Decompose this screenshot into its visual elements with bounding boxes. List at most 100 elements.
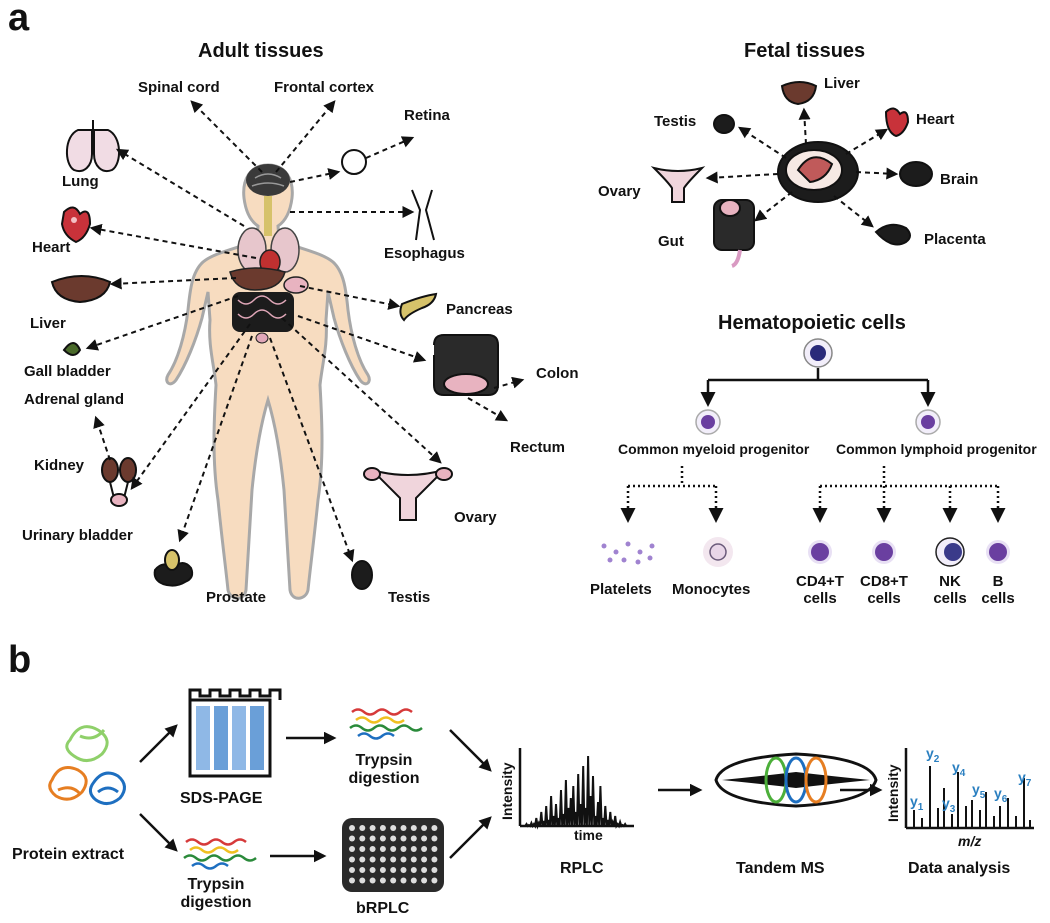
arrow-adrenal-gland [93,415,111,461]
fetal-tissues-title: Fetal tissues [744,40,866,62]
lung-icon [66,120,120,172]
workflow-arrows [139,724,883,863]
pancreas-icon [399,292,438,322]
label-prostate: Prostate [206,589,267,606]
fetal-embryo-icon [777,141,859,203]
label-monocytes: Monocytes [672,581,751,598]
spinal-cord-icon [264,196,272,236]
label-fetal-ovary: Ovary [598,183,641,200]
monocyte-icon [703,537,733,567]
arrow-heart [89,223,257,259]
label-lymphoid-progenitor: Common lymphoid progenitor [836,441,1037,457]
fetal-gut-icon [713,199,755,268]
heart-icon [60,206,92,244]
label-retina: Retina [404,107,450,124]
label-sds-page: SDS-PAGE [180,790,263,807]
b-cell-icon [986,540,1010,564]
intestine-icon [232,292,294,332]
bladder-organ-icon [255,332,269,344]
label-kidney: Kidney [34,457,85,474]
liver-organ-icon [229,267,286,291]
arrow-colon [297,315,427,363]
tandem-ms-icon [714,752,878,808]
fetal-liver-icon [780,81,818,106]
label-pancreas: Pancreas [446,301,513,318]
panel-label-b: b [8,639,32,681]
arrow-spinal-cord [190,100,263,173]
adult-tissues-title: Adult tissues [198,40,324,62]
fetal-heart-icon [884,107,910,138]
arrow-fetal-liver [798,107,811,145]
human-body-figure [165,163,371,600]
kidney-icon [101,457,137,507]
arrow-liver [109,277,237,290]
ms-spectrum-icon [904,748,1034,830]
fetal-placenta-icon [874,223,911,246]
adult-arrows [85,100,525,563]
chromatogram-ylabel: Intensity [499,762,515,820]
label-frontal-cortex: Frontal cortex [274,79,375,96]
label-lung: Lung [62,173,99,190]
arrow-fetal-ovary [705,171,779,184]
label-ovary: Ovary [454,509,497,526]
fetal-testis-icon [713,114,735,134]
arrow-fetal-testis [737,126,787,159]
ovary-icon [363,467,453,521]
fetal-ovary-icon [650,166,706,203]
arrow-pancreas [299,285,401,310]
hema-tree [601,338,1010,567]
arrow-colon-out [493,376,525,389]
arrow-extract-to-sds [139,724,178,763]
label-rectum: Rectum [510,439,566,456]
ion-label-y6: y6 [994,785,1008,805]
label-heart: Heart [32,239,71,256]
arrow-brplc-to-rplc [449,816,492,859]
ion-label-y5: y5 [972,781,986,801]
label-tandem-ms: Tandem MS [736,860,825,877]
arrow-rectum [467,397,509,422]
colon-icon [433,334,499,396]
arrow-retina-2 [365,136,415,159]
arrow-fetal-placenta [833,195,874,228]
fetal-brain-icon [899,161,933,187]
label-fetal-brain: Brain [940,171,979,188]
label-adrenal-gland: Adrenal gland [24,391,125,408]
label-rplc: RPLC [560,860,604,877]
fetal-organ-icons [650,81,933,268]
brplc-plate-icon [342,818,444,892]
esophagus-icon [411,189,435,241]
arrow-prostate [177,335,253,543]
body-silhouette [165,163,371,600]
label-spinal-cord: Spinal cord [138,79,220,96]
label-urinary-bladder: Urinary bladder [22,527,133,544]
chromatogram-icon [518,748,634,830]
prostate-icon [153,549,194,587]
hematopoietic-title: Hematopoietic cells [718,312,906,334]
arrow-trypsin-to-rplc [449,729,492,772]
ion-label-y3: y3 [942,795,956,815]
liver-icon [50,275,112,304]
peptides-icon-bottom [183,838,257,870]
nk-cell-icon [935,537,965,567]
arrow-fetal-gut [754,191,793,222]
label-liver: Liver [30,315,66,332]
chromatogram-xlabel: time [574,827,603,843]
stomach-icon [283,276,309,294]
ion-label-y1: y1 [910,793,924,813]
arrow-fetal-heart [845,128,889,155]
label-fetal-testis: Testis [654,113,697,130]
label-fetal-gut: Gut [658,233,684,250]
ion-label-y7: y7 [1018,769,1032,789]
label-gall-bladder: Gall bladder [24,363,111,380]
gall-bladder-icon [62,342,82,356]
cd8-cell-icon [872,540,896,564]
ion-label-y4: y4 [952,759,966,779]
arrow-testis [269,337,355,563]
testis-icon [351,560,373,590]
